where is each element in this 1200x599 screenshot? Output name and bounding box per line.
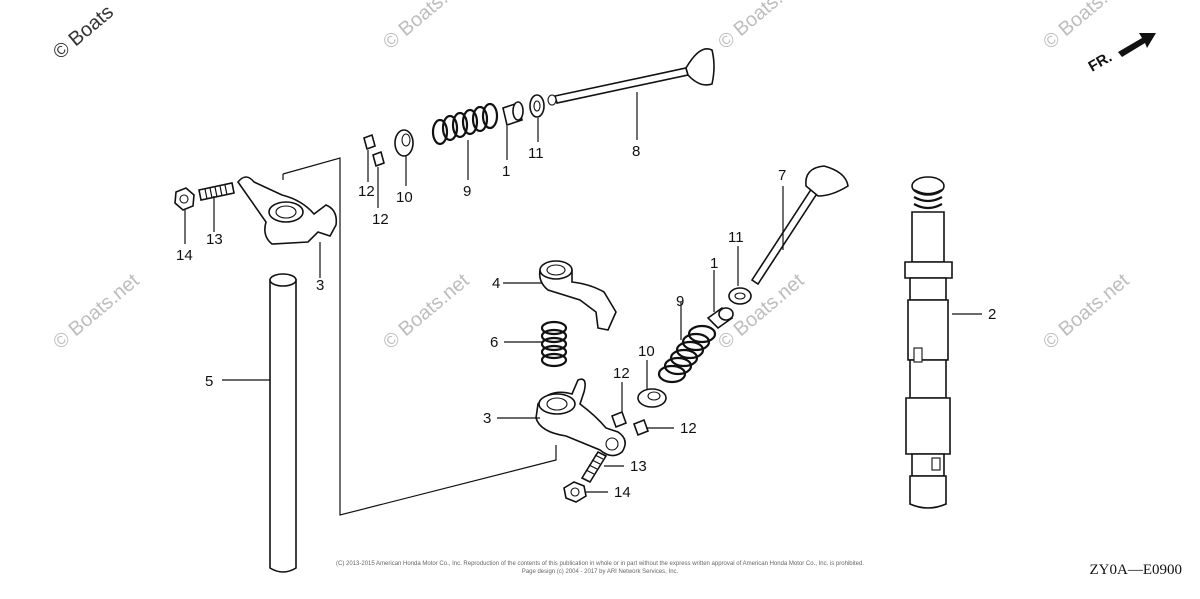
watermark-main: © Boats: [49, 1, 118, 64]
callout-10: 10: [396, 189, 413, 206]
callout-1: 1: [710, 255, 718, 272]
arrow-icon: [1118, 33, 1156, 57]
callout-14: 14: [176, 247, 193, 264]
copyright-line-2: Page design (c) 2004 - 2017 by ARI Netwo…: [522, 569, 679, 575]
part-3-rocker-arm-left: [237, 176, 338, 245]
part-10-seat-lower: [637, 388, 667, 408]
part-12-cotter-top: [363, 133, 385, 168]
callout-12: 12: [613, 365, 630, 382]
part-1-cap-lower: [706, 306, 734, 330]
part-12-cotter-lower: [610, 410, 650, 437]
part-8-valve: [547, 48, 715, 106]
part-11-retainer-lower: [728, 287, 752, 305]
callout-6: 6: [490, 334, 498, 351]
copyright-line-1: (C) 2013-2015 American Honda Motor Co., …: [336, 561, 864, 567]
part-13-screw-left: [198, 182, 235, 201]
callout-9: 9: [463, 183, 471, 200]
callout-10: 10: [638, 343, 655, 360]
callout-11: 11: [728, 229, 744, 246]
watermark-tile: © Boats.net: [1039, 0, 1134, 54]
part-1-cap-top: [502, 101, 524, 127]
part-10-seat-top: [394, 129, 414, 157]
part-13-screw-lower: [580, 450, 608, 484]
leader-lines: [184, 92, 982, 493]
callout-13: 13: [206, 231, 223, 248]
callout-3: 3: [316, 277, 324, 294]
part-5-shaft: [269, 273, 297, 573]
front-direction-marker: FR.: [1086, 33, 1156, 76]
diagram-code: ZY0A—E0900: [1090, 562, 1183, 578]
callout-9: 9: [676, 293, 684, 310]
callout-14: 14: [614, 484, 631, 501]
callout-2: 2: [988, 306, 996, 323]
footer: (C) 2013-2015 American Honda Motor Co., …: [336, 561, 1182, 578]
watermark-tile: © Boats.net: [49, 269, 144, 353]
callout-13: 13: [630, 458, 647, 475]
part-9-spring-lower: [657, 324, 717, 384]
callout-12: 12: [372, 211, 389, 228]
watermark-tile: © Boats.net: [1039, 269, 1134, 353]
part-11-retainer-top: [529, 94, 545, 118]
callout-7: 7: [778, 167, 786, 184]
callout-11: 11: [528, 145, 544, 162]
callout-4: 4: [492, 275, 500, 292]
part-2-camshaft: [904, 176, 953, 509]
reference-lines: [282, 157, 557, 516]
part-14-nut-lower: [563, 481, 587, 503]
callout-8: 8: [632, 143, 640, 160]
part-7-valve: [750, 165, 849, 286]
callout-12: 12: [680, 420, 697, 437]
part-4-rocker-arm: [538, 260, 617, 331]
watermark-tile: © Boats.net: [379, 269, 474, 353]
callouts: 8 11 1 9 10 12 12 14 13 3 5 7 11 1 9 10 …: [176, 143, 996, 501]
watermark-tile: © Boats.net: [714, 0, 809, 54]
watermark-tile: © Boats.net: [379, 0, 474, 54]
part-6-spring: [540, 320, 568, 368]
callout-3: 3: [483, 410, 491, 427]
callout-5: 5: [205, 373, 213, 390]
part-14-nut-left: [174, 187, 195, 211]
part-9-spring-top: [431, 102, 499, 146]
front-direction-label: FR.: [1086, 49, 1115, 76]
callout-12: 12: [358, 183, 375, 200]
callout-1: 1: [502, 163, 510, 180]
part-3-rocker-arm-lower: [535, 378, 626, 457]
